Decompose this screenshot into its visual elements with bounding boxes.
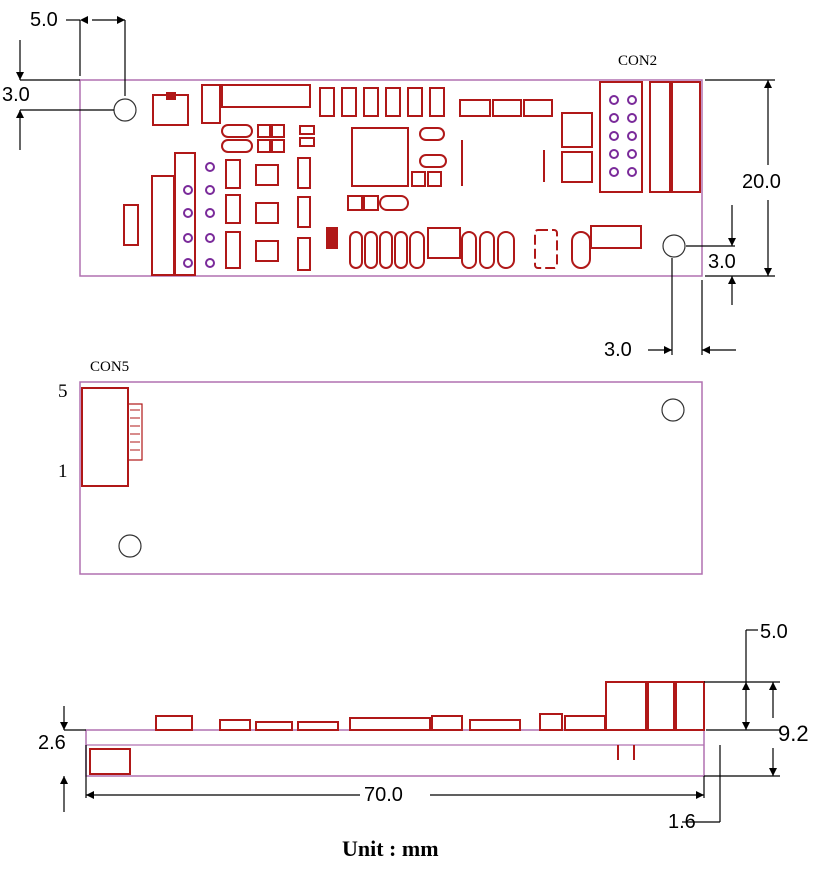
dim-top-hole-x: 5.0: [30, 9, 58, 31]
top-dimension-lines: [19, 19, 775, 355]
top-dimension-arrows: [16, 16, 772, 354]
pin-5-label: 5: [58, 381, 68, 402]
side-board-outline: [85, 729, 705, 777]
back-board-outline: [79, 381, 703, 575]
dim-component-height: 5.0: [760, 621, 788, 643]
side-view: [60, 629, 780, 823]
side-dimension-arrows: [60, 682, 777, 799]
con2-label: CON2: [618, 53, 658, 69]
top-pads: [183, 95, 637, 268]
dim-total-height: 9.2: [778, 721, 809, 746]
dim-bottom-hole-x: 3.0: [604, 339, 632, 361]
dim-board-length: 70.0: [364, 784, 403, 806]
top-view: [16, 16, 775, 355]
mounting-hole-back-right: [661, 398, 685, 422]
side-components: [89, 681, 705, 775]
top-board-outline: [79, 79, 703, 277]
mounting-hole-right: [662, 234, 686, 258]
side-dimension-lines: [63, 629, 780, 823]
mounting-hole-back-left: [118, 534, 142, 558]
dim-edge-offset: 1.6: [668, 811, 696, 833]
mounting-hole-left: [113, 98, 137, 122]
con5-label: CON5: [90, 359, 130, 375]
back-view: [79, 381, 703, 575]
unit-caption: Unit : mm: [342, 836, 439, 861]
con5-connector: [81, 387, 143, 487]
dim-top-hole-y: 3.0: [2, 84, 30, 106]
dim-board-height: 20.0: [742, 171, 781, 193]
dim-pcb-thickness: 2.6: [38, 732, 66, 754]
pin-1-label: 1: [58, 461, 68, 482]
dim-bottom-hole-y: 3.0: [708, 251, 736, 273]
top-components: [123, 81, 701, 276]
